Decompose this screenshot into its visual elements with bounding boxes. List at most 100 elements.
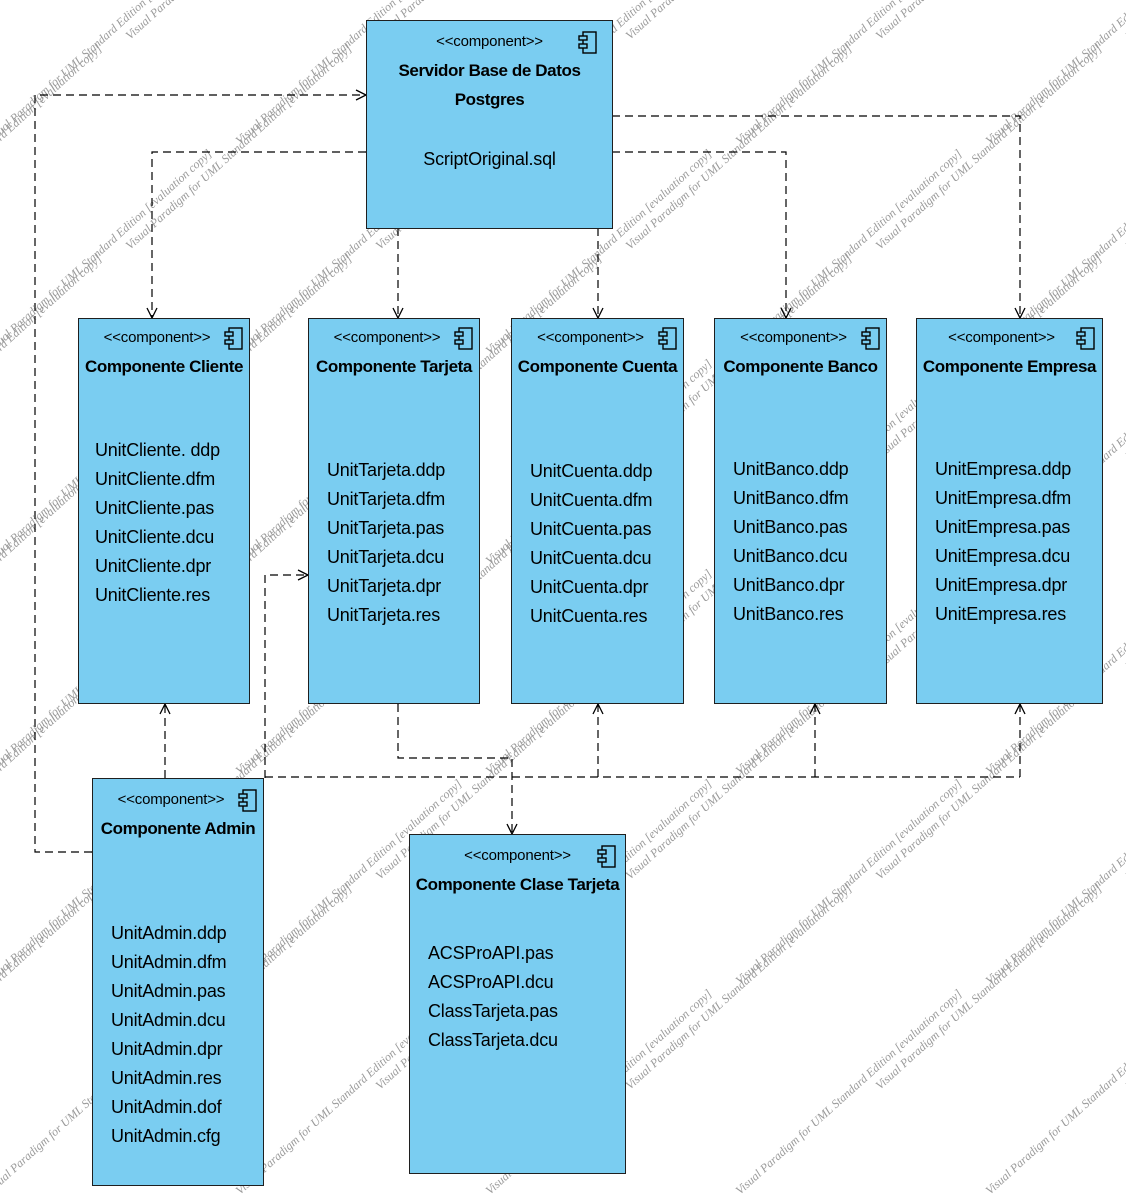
artifact-list: ScriptOriginal.sql: [367, 145, 612, 174]
component-banco[interactable]: <<component>> Componente Banco UnitBanco…: [714, 318, 887, 704]
artifact-file: UnitEmpresa.dcu: [935, 546, 1071, 566]
watermark-text: Visual Paradigm for UML Standard Edition…: [0, 41, 105, 252]
artifact-file: UnitBanco.res: [733, 604, 844, 624]
artifact-file: UnitCuenta.res: [530, 606, 648, 626]
watermark-text: Visual Paradigm for UML Standard Edition…: [1123, 461, 1126, 672]
watermark-text: Visual Paradigm for UML Standard Edition…: [873, 0, 1105, 42]
component-name: Componente Clase Tarjeta: [415, 875, 620, 894]
watermark-text: Visual Paradigm for UML Standard Edition…: [873, 41, 1105, 252]
artifact-file: UnitTarjeta.dfm: [327, 489, 446, 509]
stereotype-label: <<component>>: [436, 33, 543, 50]
artifact-list: UnitEmpresa.ddp UnitEmpresa.dfm UnitEmpr…: [935, 455, 1071, 629]
watermark-text: Visual Paradigm for UML Standard Edition…: [733, 986, 965, 1197]
artifact-list: UnitCliente. ddp UnitCliente.dfm UnitCli…: [95, 436, 220, 610]
component-servidor-base-de-datos[interactable]: <<component>> Servidor Base de Datos Pos…: [366, 20, 613, 229]
artifact-file: UnitCliente.res: [95, 585, 211, 605]
artifact-file: UnitTarjeta.res: [327, 605, 441, 625]
component-name: Servidor Base de Datos: [398, 61, 581, 80]
stereotype-label: <<component>>: [117, 791, 225, 808]
watermark-text: Visual Paradigm for UML Standard Edition…: [983, 776, 1126, 987]
watermark-text: Visual Paradigm for UML Standard Edition…: [623, 0, 855, 42]
artifact-file: UnitAdmin.ddp: [111, 923, 227, 943]
dep-server-banco: [612, 152, 786, 318]
stereotype-label: <<component>>: [333, 329, 441, 346]
artifact-file: ScriptOriginal.sql: [423, 149, 556, 169]
component-tarjeta[interactable]: <<component>> Componente Tarjeta UnitTar…: [308, 318, 480, 704]
artifact-file: UnitCuenta.dpr: [530, 577, 649, 597]
artifact-list: UnitBanco.ddp UnitBanco.dfm UnitBanco.pa…: [733, 455, 849, 629]
watermark-text: Visual Paradigm for UML Standard Edition…: [0, 0, 215, 147]
watermark-text: Visual Paradigm for UML Standard Edition…: [733, 776, 965, 987]
stereotype-label: <<component>>: [464, 847, 571, 864]
component-name: Componente Banco: [723, 357, 878, 376]
artifact-list: UnitCuenta.ddp UnitCuenta.dfm UnitCuenta…: [530, 457, 652, 631]
watermark-text: Visual Paradigm for UML Standard Edition…: [1123, 881, 1126, 1092]
watermark-text: Visual Paradigm for UML Standard Edition…: [0, 881, 105, 1092]
component-icon: [224, 327, 243, 350]
artifact-file: ClassTarjeta.dcu: [428, 1030, 558, 1050]
component-empresa[interactable]: <<component>> Componente Empresa UnitEmp…: [916, 318, 1103, 704]
artifact-file: ACSProAPI.pas: [428, 943, 554, 963]
artifact-file: UnitCuenta.pas: [530, 519, 652, 539]
component-icon: [238, 789, 257, 812]
component-icon: [454, 327, 473, 350]
artifact-file: UnitCliente.pas: [95, 498, 215, 518]
component-icon: [597, 845, 616, 868]
component-admin[interactable]: <<component>> Componente Admin UnitAdmin…: [92, 778, 264, 1186]
watermark-text: Visual Paradigm for UML Standard Edition…: [623, 881, 855, 1092]
component-icon: [658, 327, 677, 350]
component-name-line2: Postgres: [454, 90, 525, 109]
artifact-file: UnitTarjeta.dcu: [327, 547, 445, 567]
dep-admin-tarjeta: [264, 575, 308, 778]
artifact-file: UnitBanco.pas: [733, 517, 848, 537]
artifact-file: UnitAdmin.res: [111, 1068, 222, 1088]
component-name: Componente Empresa: [922, 357, 1097, 376]
watermark-text: Visual Paradigm for UML Standard Edition…: [983, 986, 1126, 1197]
watermark-text: Visual Paradigm for UML Standard Edition…: [873, 881, 1105, 1092]
dep-server-cliente: [152, 152, 366, 318]
watermark-text: Visual Paradigm for UML Standard Edition…: [1123, 671, 1126, 882]
artifact-file: UnitTarjeta.pas: [327, 518, 445, 538]
artifact-file: ClassTarjeta.pas: [428, 1001, 558, 1021]
component-name: Componente Admin: [100, 819, 256, 838]
watermark-text: Visual Paradigm for UML Standard Edition…: [1123, 0, 1126, 42]
artifact-file: UnitAdmin.dof: [111, 1097, 222, 1117]
artifact-file: UnitAdmin.cfg: [111, 1126, 221, 1146]
component-name: Componente Tarjeta: [316, 357, 472, 376]
artifact-file: UnitEmpresa.dpr: [935, 575, 1068, 595]
artifact-file: ACSProAPI.dcu: [428, 972, 554, 992]
artifact-file: UnitCuenta.dfm: [530, 490, 653, 510]
artifact-file: UnitEmpresa.res: [935, 604, 1067, 624]
artifact-file: UnitEmpresa.dfm: [935, 488, 1072, 508]
watermark-text: Visual Paradigm for UML Standard Edition…: [123, 41, 355, 252]
watermark-text: Visual Paradigm for UML Standard Edition…: [123, 0, 355, 42]
artifact-list: ACSProAPI.pas ACSProAPI.dcu ClassTarjeta…: [428, 939, 558, 1055]
component-clase-tarjeta[interactable]: <<component>> Componente Clase Tarjeta A…: [409, 834, 626, 1174]
component-cuenta[interactable]: <<component>> Componente Cuenta UnitCuen…: [511, 318, 684, 704]
artifact-file: UnitCliente. ddp: [95, 440, 220, 460]
component-cliente[interactable]: <<component>> Componente Cliente UnitCli…: [78, 318, 250, 704]
component-icon: [861, 327, 880, 350]
watermark-text: Visual Paradigm for UML Standard Edition…: [983, 0, 1126, 147]
component-name: Componente Cliente: [84, 357, 244, 376]
stereotype-label: <<component>>: [740, 329, 847, 346]
artifact-file: UnitCliente.dpr: [95, 556, 212, 576]
artifact-file: UnitAdmin.dpr: [111, 1039, 223, 1059]
component-icon: [1076, 327, 1095, 350]
stereotype-label: <<component>>: [103, 329, 211, 346]
artifact-file: UnitBanco.dcu: [733, 546, 848, 566]
artifact-file: UnitAdmin.pas: [111, 981, 226, 1001]
watermark-text: Visual Paradigm for UML Standard Edition…: [1123, 41, 1126, 252]
dep-tarjeta-clase: [398, 704, 512, 834]
artifact-file: UnitBanco.dpr: [733, 575, 845, 595]
stereotype-label: <<component>>: [948, 329, 1055, 346]
artifact-list: UnitAdmin.ddp UnitAdmin.dfm UnitAdmin.pa…: [111, 919, 227, 1151]
artifact-file: UnitTarjeta.dpr: [327, 576, 442, 596]
artifact-file: UnitAdmin.dfm: [111, 952, 227, 972]
dep-server-empresa: [612, 116, 1020, 318]
artifact-file: UnitBanco.dfm: [733, 488, 849, 508]
artifact-list: UnitTarjeta.ddp UnitTarjeta.dfm UnitTarj…: [327, 456, 445, 630]
artifact-file: UnitEmpresa.ddp: [935, 459, 1072, 479]
stereotype-label: <<component>>: [537, 329, 644, 346]
artifact-file: UnitTarjeta.ddp: [327, 460, 446, 480]
